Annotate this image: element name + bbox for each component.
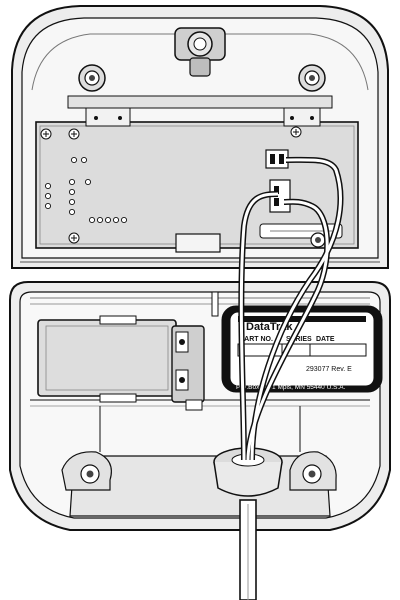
mounting-boss-right (298, 64, 326, 92)
board-screw (68, 128, 80, 140)
cable-gland-area (61, 447, 337, 517)
pcb-jack (175, 233, 221, 253)
board-screw (290, 126, 302, 138)
exit-cable (239, 499, 257, 600)
label-part-rev: 293077 Rev. E (306, 366, 352, 373)
datatrak-label-plate: DataTrak PART NO. SERIES DATE 293077 Rev… (221, 305, 383, 393)
label-col-series: SERIES (286, 336, 312, 343)
label-col-date: DATE (316, 336, 335, 343)
label-col-part-no: PART NO. (240, 336, 273, 343)
top-connector-fitting (174, 27, 226, 77)
circuit-board (35, 107, 359, 253)
battery (37, 315, 205, 411)
label-address: P.O.Box 1441 Mpls, MN 55440 U.S.A. (236, 384, 346, 391)
label-entry-boxes (237, 343, 367, 357)
pcb-connector-upper (265, 149, 289, 169)
solder-pad-row (44, 156, 128, 224)
signal-cables (238, 156, 344, 461)
mounting-boss-left (78, 64, 106, 92)
mounting-boss-bottom-right (289, 451, 337, 491)
board-screw (68, 232, 80, 244)
strain-relief-grommet (213, 447, 283, 497)
battery-clip (171, 325, 205, 411)
board-screw (40, 128, 52, 140)
mounting-boss-bottom-left (61, 451, 112, 491)
